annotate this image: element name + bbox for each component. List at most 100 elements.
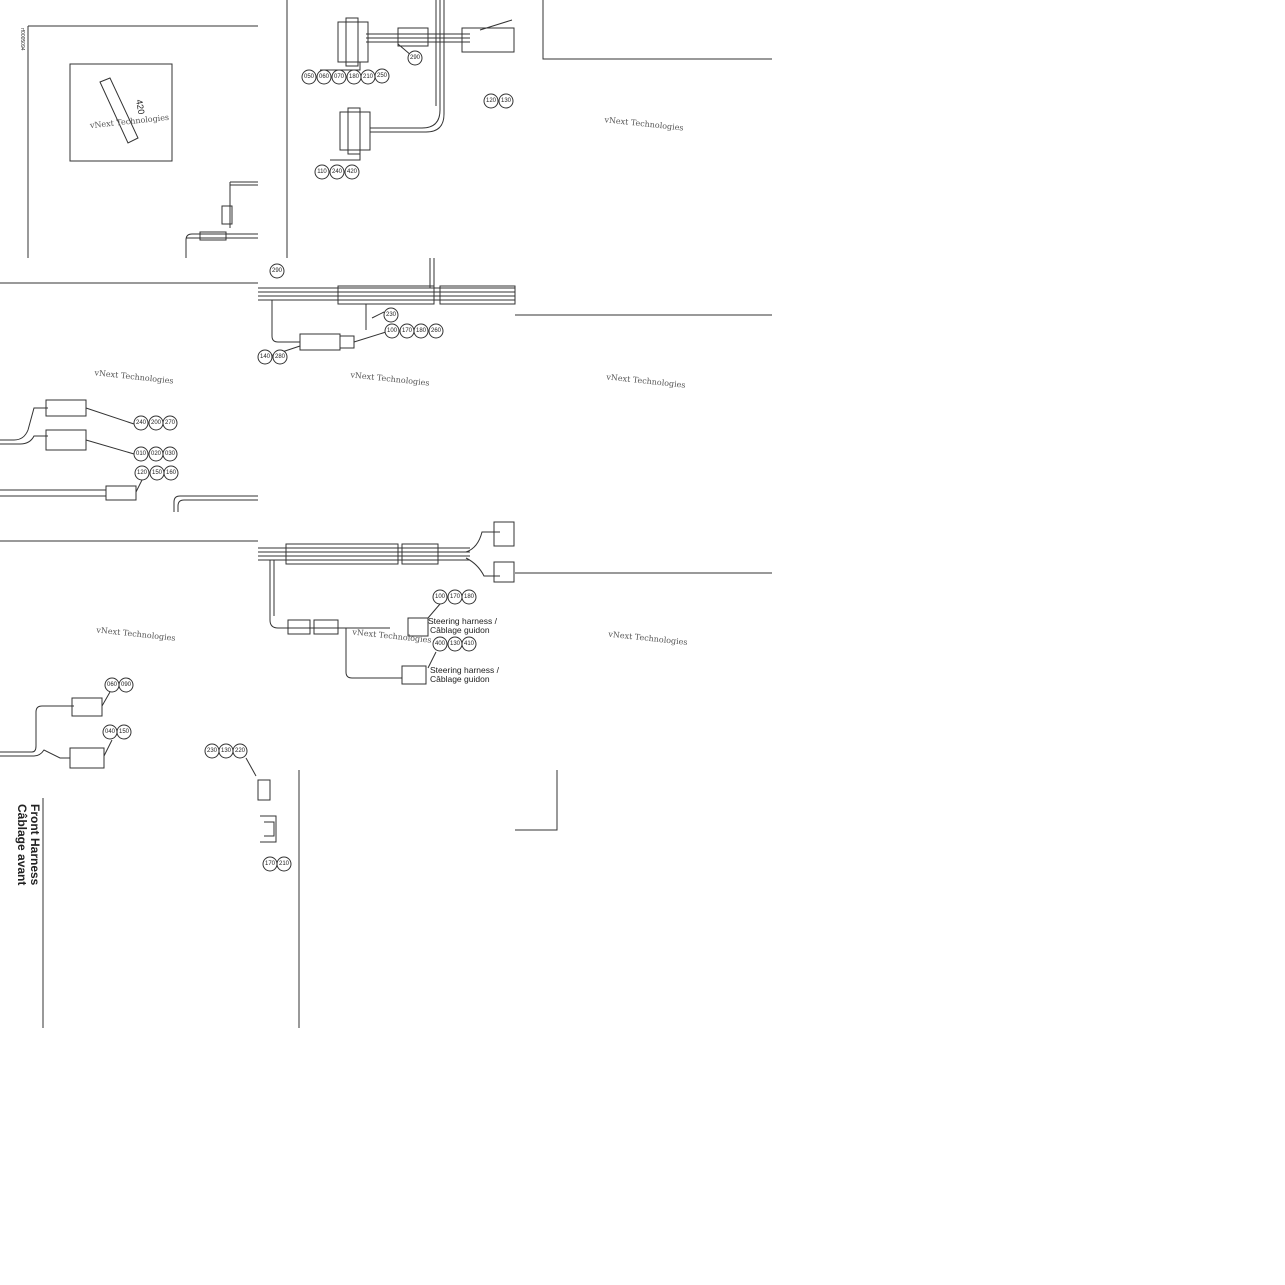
watermark: vNext Technologies — [607, 630, 688, 647]
ref-bubble-010: 010 — [133, 446, 149, 462]
svg-text:130: 130 — [450, 641, 461, 647]
watermark: vNext Technologies — [349, 370, 430, 387]
connector-block — [105, 485, 137, 501]
connector-x1-face — [347, 107, 361, 155]
harness-sleeve — [313, 619, 339, 635]
leader-line — [427, 603, 441, 669]
svg-text:070: 070 — [334, 74, 345, 80]
ref-bubble-180: 180 — [346, 69, 362, 85]
svg-text:060: 060 — [319, 74, 330, 80]
svg-text:150: 150 — [152, 470, 163, 476]
svg-text:010: 010 — [136, 451, 147, 457]
ref-bubble-030: 030 — [162, 446, 178, 462]
tile-border-top-right — [542, 0, 772, 60]
ref-bubble-140: 140 — [257, 349, 273, 365]
steering-harness-label-2: Steering harness / — [430, 665, 500, 675]
ref-bubble-150: 150 — [116, 724, 132, 740]
connector-block — [339, 335, 355, 349]
ref-bubble-210: 210 — [360, 69, 376, 85]
ref-bubble-270: 270 — [162, 415, 178, 431]
harness-trunk — [366, 0, 470, 133]
connector-block — [493, 521, 515, 547]
ref-bubble-220: 220 — [232, 743, 248, 759]
svg-text:230: 230 — [386, 312, 397, 318]
ref-bubble-280: 280 — [272, 349, 288, 365]
tile-border-top-left — [27, 0, 288, 258]
svg-text:210: 210 — [279, 861, 290, 867]
svg-text:170: 170 — [402, 328, 413, 334]
svg-text:030: 030 — [165, 451, 176, 457]
drawing-code: rf0005094 — [19, 28, 25, 51]
ref-bubble-260: 260 — [428, 323, 444, 339]
ref-bubble-130: 130 — [447, 636, 463, 652]
ref-bubble-180: 180 — [413, 323, 429, 339]
ref-bubble-070: 070 — [331, 69, 347, 85]
harness-segment — [185, 181, 258, 258]
harness-clip — [199, 231, 227, 241]
ref-bubble-060: 060 — [316, 69, 332, 85]
svg-text:150: 150 — [119, 729, 130, 735]
svg-text:100: 100 — [435, 594, 446, 600]
svg-text:120: 120 — [486, 98, 497, 104]
leader-line — [245, 757, 257, 777]
svg-text:110: 110 — [317, 169, 327, 175]
svg-text:180: 180 — [464, 594, 475, 600]
svg-text:220: 220 — [235, 748, 246, 754]
connector-block — [71, 697, 103, 717]
ref-bubble-130: 130 — [218, 743, 234, 759]
leader-line — [101, 691, 113, 757]
ref-bubble-230: 230 — [383, 307, 399, 323]
ref-bubble-130: 130 — [498, 93, 514, 109]
ref-bubble-240: 240 — [133, 415, 149, 431]
connector-x2-face — [345, 17, 359, 67]
detail-part-drawing — [99, 77, 139, 144]
tile-border-bottom — [42, 770, 558, 1028]
harness-main-run — [258, 258, 515, 301]
svg-text:180: 180 — [416, 328, 427, 334]
harness-sleeve — [285, 543, 399, 565]
ref-bubble-100: 100 — [432, 589, 448, 605]
svg-text:050: 050 — [304, 74, 315, 80]
svg-text:170: 170 — [265, 861, 276, 867]
harness-sleeve — [397, 27, 429, 47]
ref-bubble-170: 170 — [262, 856, 278, 872]
svg-text:400: 400 — [435, 641, 446, 647]
svg-text:210: 210 — [363, 74, 374, 80]
harness-main-run — [258, 547, 470, 561]
svg-text:200: 200 — [151, 420, 162, 426]
ref-bubble-400: 400 — [432, 636, 448, 652]
ref-bubble-120: 120 — [134, 465, 150, 481]
harness-sleeve — [337, 285, 435, 305]
ref-bubble-090: 090 — [118, 677, 134, 693]
svg-text:250: 250 — [377, 73, 388, 79]
detail-inset-box — [69, 63, 173, 162]
connector-block — [45, 399, 87, 417]
svg-text:130: 130 — [221, 748, 232, 754]
ref-bubble-410: 410 — [461, 636, 477, 652]
svg-text:180: 180 — [349, 74, 360, 80]
title-french: Câblage avant — [15, 804, 29, 885]
watermark: vNext Technologies — [351, 627, 432, 644]
connector-x2 — [337, 21, 369, 63]
svg-text:100: 100 — [387, 328, 398, 334]
svg-text:270: 270 — [165, 420, 176, 426]
watermarks: vNext Technologies vNext Technologies vN… — [88, 113, 687, 647]
svg-text:140: 140 — [260, 354, 271, 360]
ref-bubble-040: 040 — [102, 724, 118, 740]
harness-branch — [269, 531, 500, 679]
harness-sleeve — [401, 543, 439, 565]
title-block: Front Harness Câblage avant — [15, 804, 42, 886]
harness-connector — [461, 27, 515, 53]
watermark: vNext Technologies — [93, 368, 174, 385]
harness-clip — [221, 205, 233, 225]
svg-text:280: 280 — [275, 354, 286, 360]
harness-branch — [0, 407, 48, 445]
steering-harness-label-2b: Câblage guidon — [430, 674, 490, 684]
ref-bubble-050: 050 — [301, 69, 317, 85]
connector-block — [45, 429, 87, 451]
tile-border-mid-right — [515, 314, 772, 574]
ref-bubble-210: 210 — [276, 856, 292, 872]
tile-border-mid-left — [0, 282, 258, 542]
harness-branch — [0, 705, 74, 759]
svg-text:020: 020 — [151, 451, 162, 457]
